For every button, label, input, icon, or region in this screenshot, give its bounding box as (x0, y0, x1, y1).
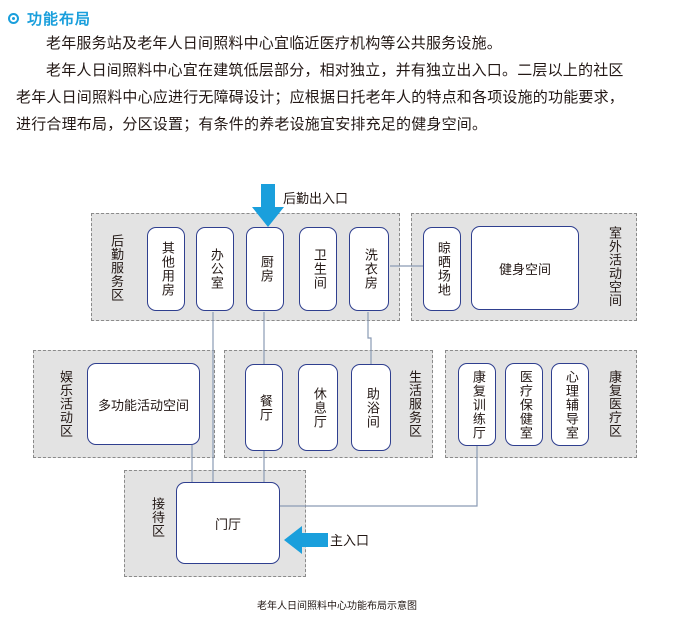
main-entrance-arrow-icon (284, 526, 328, 554)
living-zone-label: 生活服务区 (406, 370, 421, 438)
room-drying-yard: 晾晒场地 (423, 227, 461, 311)
main-entrance-label: 主入口 (330, 534, 370, 549)
target-bullet-icon (8, 12, 19, 24)
room-laundry: 洗衣房 (349, 227, 389, 311)
room-multi-activity: 多功能活动空间 (87, 363, 200, 445)
diagram-caption: 老年人日间照料中心功能布局示意图 (257, 601, 417, 612)
service-entrance-arrow-icon (252, 184, 284, 227)
paragraph-2-line-3: 进行合理布局，分区设置；有条件的养老设施宜安排充足的健身空间。 (16, 115, 488, 133)
section-heading: 功能布局 (8, 6, 91, 30)
room-rest: 休息厅 (298, 364, 338, 451)
room-health-care: 医疗保健室 (505, 363, 543, 446)
entertainment-zone-label: 娱乐活动区 (57, 370, 72, 438)
reception-zone-label: 接待区 (149, 497, 164, 538)
room-office: 办公室 (196, 227, 234, 311)
room-counseling: 心理辅导室 (551, 363, 589, 446)
logistics-zone (91, 213, 400, 321)
room-rehab-training: 康复训练厅 (458, 363, 496, 446)
room-kitchen: 厨房 (246, 227, 284, 311)
room-dining: 餐厅 (245, 364, 283, 451)
logistics-zone-label: 后勤服务区 (108, 234, 123, 302)
service-entrance-label: 后勤出入口 (283, 192, 349, 207)
room-bath: 助浴间 (351, 364, 391, 451)
outdoor-zone-label: 室外活动空间 (606, 226, 621, 307)
room-toilet: 卫生间 (299, 227, 337, 311)
paragraph-1-line-1: 老年服务站及老年人日间照料中心宜临近医疗机构等公共服务设施。 (46, 34, 503, 52)
room-fitness-space: 健身空间 (471, 226, 579, 310)
paragraph-2-line-2: 老年人日间照料中心应进行无障碍设计；应根据日托老年人的特点和各项设施的功能要求， (16, 88, 625, 106)
paragraph-2-line-1: 老年人日间照料中心宜在建筑低层部分，相对独立，并有独立出入口。二层以上的社区 (46, 61, 624, 79)
recovery-zone-label: 康复医疗区 (606, 370, 621, 438)
room-lobby: 门厅 (176, 482, 280, 564)
room-other-rooms: 其他用房 (147, 227, 185, 311)
section-title: 功能布局 (27, 9, 92, 28)
